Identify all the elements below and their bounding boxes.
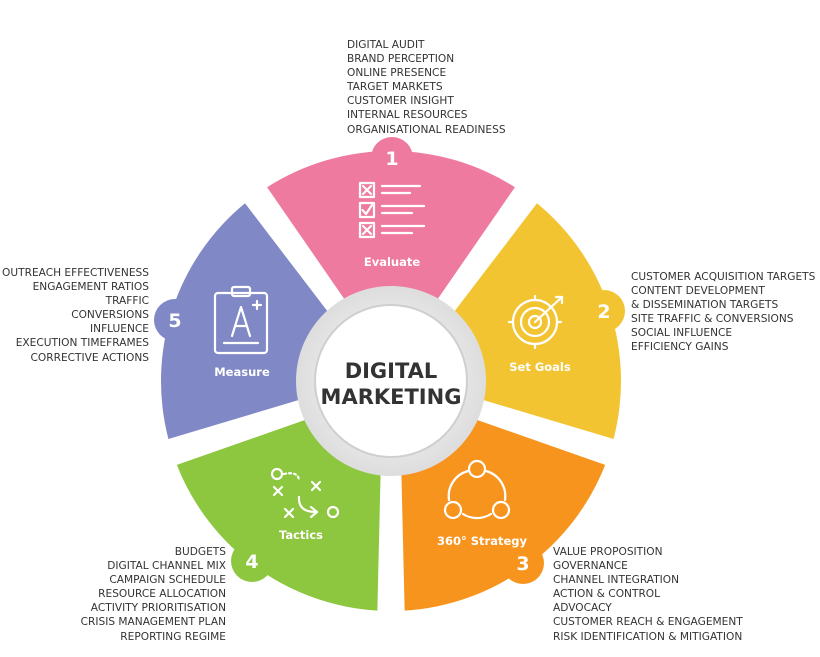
list-item: TRAFFIC: [105, 295, 149, 308]
svg-text:1: 1: [385, 148, 398, 170]
list-item: CONTENT DEVELOPMENT: [631, 285, 765, 298]
list-item: CONVERSIONS: [71, 309, 149, 322]
list-item: ACTION & CONTROL: [553, 588, 661, 601]
list-item: REPORTING REGIME: [120, 630, 226, 643]
list-item: CORRECTIVE ACTIONS: [30, 351, 150, 364]
list-item: INFLUENCE: [90, 323, 149, 336]
list-item: DIGITAL AUDIT: [347, 39, 425, 51]
list-item: CUSTOMER ACQUISITION TARGETS: [631, 271, 816, 283]
list-item: CUSTOMER REACH & ENGAGEMENT: [553, 616, 743, 629]
number-badge-1: 1: [371, 137, 413, 179]
segment-label-strategy: 360° Strategy: [437, 534, 527, 548]
list-item: EXECUTION TIMEFRAMES: [15, 337, 149, 350]
list-item: ENGAGEMENT RATIOS: [32, 281, 149, 294]
number-badge-4: 4: [231, 540, 273, 582]
number-badge-5: 5: [154, 299, 196, 341]
list-item: CRISIS MANAGEMENT PLAN: [80, 616, 226, 629]
list-item: INTERNAL RESOURCES: [347, 109, 468, 122]
list-item: BRAND PERCEPTION: [347, 53, 455, 66]
list-item: VALUE PROPOSITION: [553, 546, 663, 558]
segment-strategy: [400, 410, 606, 611]
list-item: CAMPAIGN SCHEDULE: [109, 574, 226, 587]
set-goals-items-list: CUSTOMER ACQUISITION TARGETS CONTENT DEVE…: [631, 270, 815, 355]
list-item: ACTIVITY PRIORITISATION: [90, 602, 226, 615]
list-item: ORGANISATIONAL READINESS: [347, 123, 506, 136]
list-item: TARGET MARKETS: [347, 81, 443, 94]
segment-label-tactics: Tactics: [279, 528, 323, 542]
list-item: ONLINE PRESENCE: [347, 67, 447, 80]
list-item: DIGITAL CHANNEL MIX: [107, 560, 226, 573]
svg-text:2: 2: [597, 301, 610, 323]
list-item: CUSTOMER INSIGHT: [347, 95, 454, 108]
list-item: GOVERNANCE: [553, 560, 628, 573]
segment-evaluate: [267, 151, 515, 323]
list-item: BUDGETS: [174, 546, 226, 558]
checklist-icon: [358, 181, 426, 239]
svg-text:3: 3: [516, 553, 529, 575]
list-item: RISK IDENTIFICATION & MITIGATION: [553, 630, 743, 643]
list-item: & DISSEMINATION TARGETS: [631, 299, 779, 312]
list-item: SOCIAL INFLUENCE: [631, 327, 733, 340]
list-item: ADVOCACY: [553, 602, 612, 615]
svg-text:5: 5: [168, 310, 181, 332]
graded-clipboard-icon: [213, 285, 269, 355]
list-item: EFFICIENCY GAINS: [631, 341, 729, 354]
svg-text:4: 4: [245, 551, 258, 573]
list-item: OUTREACH EFFECTIVENESS: [2, 267, 149, 279]
segment-label-evaluate: Evaluate: [364, 255, 420, 269]
segment-label-measure: Measure: [214, 365, 270, 379]
center-title-line2: MARKETING: [321, 385, 462, 409]
segment-tactics: [176, 410, 382, 611]
cycle-icon: [443, 459, 511, 520]
center-circle: [314, 304, 468, 458]
center-title-line1: DIGITAL: [345, 359, 438, 383]
play-diagram-icon: [270, 467, 340, 519]
list-item: CHANNEL INTEGRATION: [553, 574, 680, 587]
target-icon: [507, 294, 564, 350]
number-badge-3: 3: [502, 542, 544, 584]
list-item: RESOURCE ALLOCATION: [98, 588, 226, 601]
segment-label-set-goals: Set Goals: [509, 360, 571, 374]
list-item: SITE TRAFFIC & CONVERSIONS: [631, 313, 794, 326]
number-badge-2: 2: [583, 290, 625, 332]
